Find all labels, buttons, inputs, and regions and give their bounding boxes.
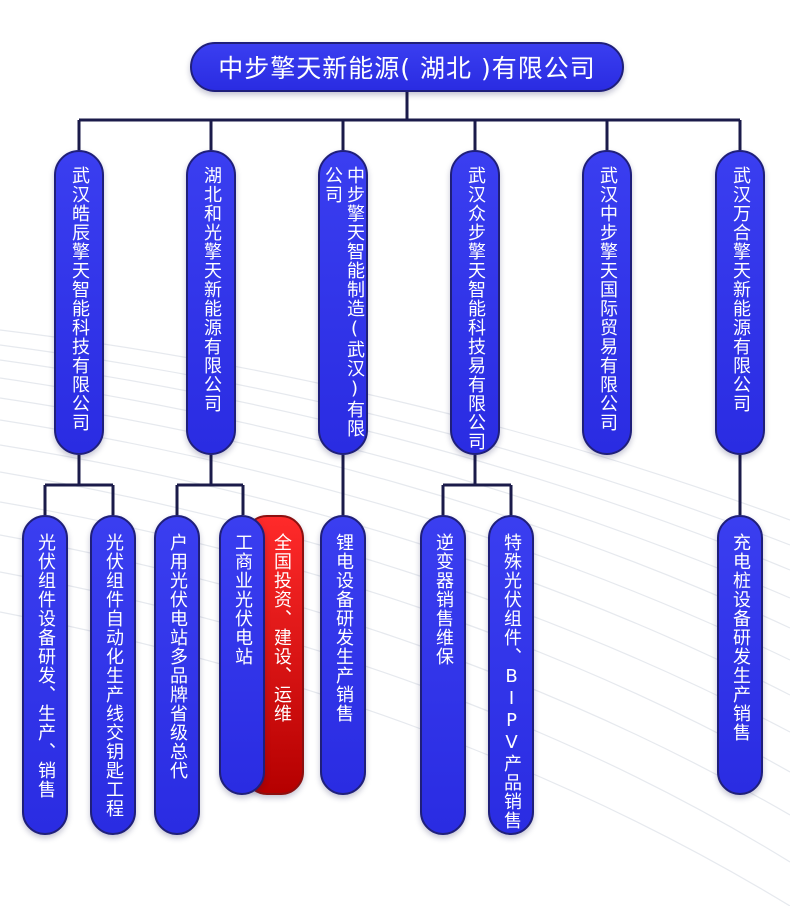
business-residential-pv: 户用光伏电站多品牌省级总代 bbox=[154, 515, 200, 835]
company-label: 武汉皓辰擎天智能科技有限公司 bbox=[69, 166, 90, 432]
business-label: 工商业光伏电站 bbox=[232, 533, 253, 666]
company-label: 湖北和光擎天新能源有限公司 bbox=[201, 166, 222, 413]
company-label: 武汉众步擎天智能科技易有限公司 bbox=[465, 166, 486, 451]
company-trade: 武汉中步擎天国际贸易有限公司 bbox=[582, 150, 632, 455]
root-company: 中步擎天新能源( 湖北 )有限公司 bbox=[190, 42, 624, 92]
company-label: 中步擎天智能制造(武汉)有限公司 bbox=[322, 166, 365, 438]
business-label: 光伏组件设备研发、生产、销售 bbox=[35, 533, 56, 799]
business-turnkey-line: 光伏组件自动化生产线交钥匙工程 bbox=[90, 515, 136, 835]
business-label: 逆变器销售维保 bbox=[433, 533, 454, 666]
business-charging-pile: 充电桩设备研发生产销售 bbox=[717, 515, 763, 795]
business-inverter: 逆变器销售维保 bbox=[420, 515, 466, 835]
business-label: 光伏组件自动化生产线交钥匙工程 bbox=[103, 533, 124, 818]
company-wanhe: 武汉万合擎天新能源有限公司 bbox=[715, 150, 765, 455]
company-label: 武汉万合擎天新能源有限公司 bbox=[730, 166, 751, 413]
company-manufacturing: 中步擎天智能制造(武汉)有限公司 bbox=[318, 150, 368, 455]
company-label: 武汉中步擎天国际贸易有限公司 bbox=[597, 166, 618, 432]
business-label: 户用光伏电站多品牌省级总代 bbox=[167, 533, 188, 780]
business-label: 充电桩设备研发生产销售 bbox=[730, 533, 751, 742]
company-haochen: 武汉皓辰擎天智能科技有限公司 bbox=[54, 150, 104, 455]
root-company-label: 中步擎天新能源( 湖北 )有限公司 bbox=[218, 54, 596, 83]
business-lithium-equipment: 锂电设备研发生产销售 bbox=[320, 515, 366, 795]
business-commercial-pv: 工商业光伏电站 bbox=[219, 515, 265, 795]
company-heguang: 湖北和光擎天新能源有限公司 bbox=[186, 150, 236, 455]
business-module-equipment: 光伏组件设备研发、生产、销售 bbox=[22, 515, 68, 835]
company-zhongbu-tech: 武汉众步擎天智能科技易有限公司 bbox=[450, 150, 500, 455]
business-label: 特殊光伏组件、BIPV产品销售 bbox=[501, 533, 522, 830]
business-label: 全国投资、建设、运维 bbox=[271, 533, 292, 723]
business-label: 锂电设备研发生产销售 bbox=[333, 533, 354, 723]
business-bipv: 特殊光伏组件、BIPV产品销售 bbox=[488, 515, 534, 835]
